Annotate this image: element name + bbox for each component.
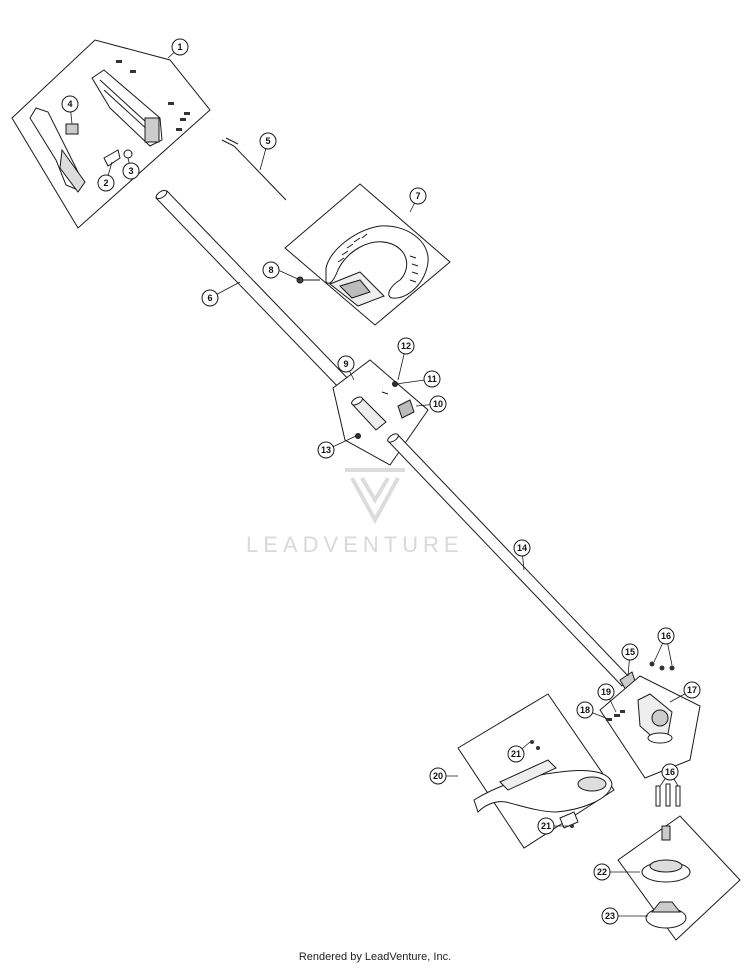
callouts: 1 2 3 4 5 6 7 8 9 10 11 12 13 14 15 16 1… xyxy=(61,38,701,925)
callout-9: 9 xyxy=(337,355,355,373)
svg-text:21: 21 xyxy=(541,821,551,831)
bolts-lower xyxy=(655,783,681,807)
svg-text:2: 2 xyxy=(103,178,108,188)
svg-text:12: 12 xyxy=(401,341,411,351)
svg-text:7: 7 xyxy=(415,191,420,201)
callout-23: 23 xyxy=(601,907,619,925)
callout-22: 22 xyxy=(593,863,611,881)
svg-text:11: 11 xyxy=(427,374,437,384)
lower-shaft xyxy=(387,433,637,691)
svg-text:1: 1 xyxy=(177,42,182,52)
svg-text:4: 4 xyxy=(67,99,72,109)
svg-text:17: 17 xyxy=(687,685,697,695)
svg-text:13: 13 xyxy=(321,445,331,455)
svg-text:22: 22 xyxy=(597,867,607,877)
callout-21-lower: 21 xyxy=(537,817,555,835)
callout-6: 6 xyxy=(201,289,219,307)
svg-text:16: 16 xyxy=(665,767,675,777)
callout-2: 2 xyxy=(97,174,115,192)
callout-10: 10 xyxy=(429,395,447,413)
callout-15: 15 xyxy=(621,643,639,661)
svg-text:23: 23 xyxy=(605,911,615,921)
svg-text:19: 19 xyxy=(601,687,611,697)
trimmer-head-box xyxy=(617,815,741,941)
svg-text:5: 5 xyxy=(265,136,270,146)
callout-12: 12 xyxy=(397,337,415,355)
svg-text:14: 14 xyxy=(517,543,527,553)
guard-box xyxy=(457,693,615,849)
callout-13: 13 xyxy=(317,441,335,459)
svg-text:15: 15 xyxy=(625,647,635,657)
callout-11: 11 xyxy=(423,370,441,388)
gear-head-box xyxy=(599,661,701,779)
svg-text:9: 9 xyxy=(343,359,348,369)
svg-text:20: 20 xyxy=(433,771,443,781)
callout-17: 17 xyxy=(683,681,701,699)
callout-18: 18 xyxy=(576,701,594,719)
callout-14: 14 xyxy=(513,539,531,557)
handle-assembly-box xyxy=(11,39,211,229)
callout-20: 20 xyxy=(429,767,447,785)
callout-8: 8 xyxy=(262,261,280,279)
loop-handle-box xyxy=(284,183,451,326)
callout-19: 19 xyxy=(597,683,615,701)
throttle-cable xyxy=(221,137,287,201)
svg-text:21: 21 xyxy=(511,749,521,759)
svg-text:18: 18 xyxy=(580,705,590,715)
callout-3: 3 xyxy=(122,162,140,180)
svg-text:6: 6 xyxy=(207,293,212,303)
watermark-logo xyxy=(345,468,405,525)
svg-text:16: 16 xyxy=(661,631,671,641)
svg-text:8: 8 xyxy=(268,265,273,275)
callout-4: 4 xyxy=(61,95,79,113)
callout-16-lower: 16 xyxy=(661,763,679,781)
svg-text:3: 3 xyxy=(128,166,133,176)
callout-7: 7 xyxy=(409,187,427,205)
callout-16-upper: 16 xyxy=(657,627,675,645)
watermark-text: LEADVENTURE xyxy=(246,532,464,557)
callout-21-upper: 21 xyxy=(507,745,525,763)
coupler-box xyxy=(332,359,429,466)
footer-credit: Rendered by LeadVenture, Inc. xyxy=(298,951,452,963)
callout-5: 5 xyxy=(259,132,277,150)
svg-text:10: 10 xyxy=(433,399,443,409)
callout-1: 1 xyxy=(171,38,189,56)
